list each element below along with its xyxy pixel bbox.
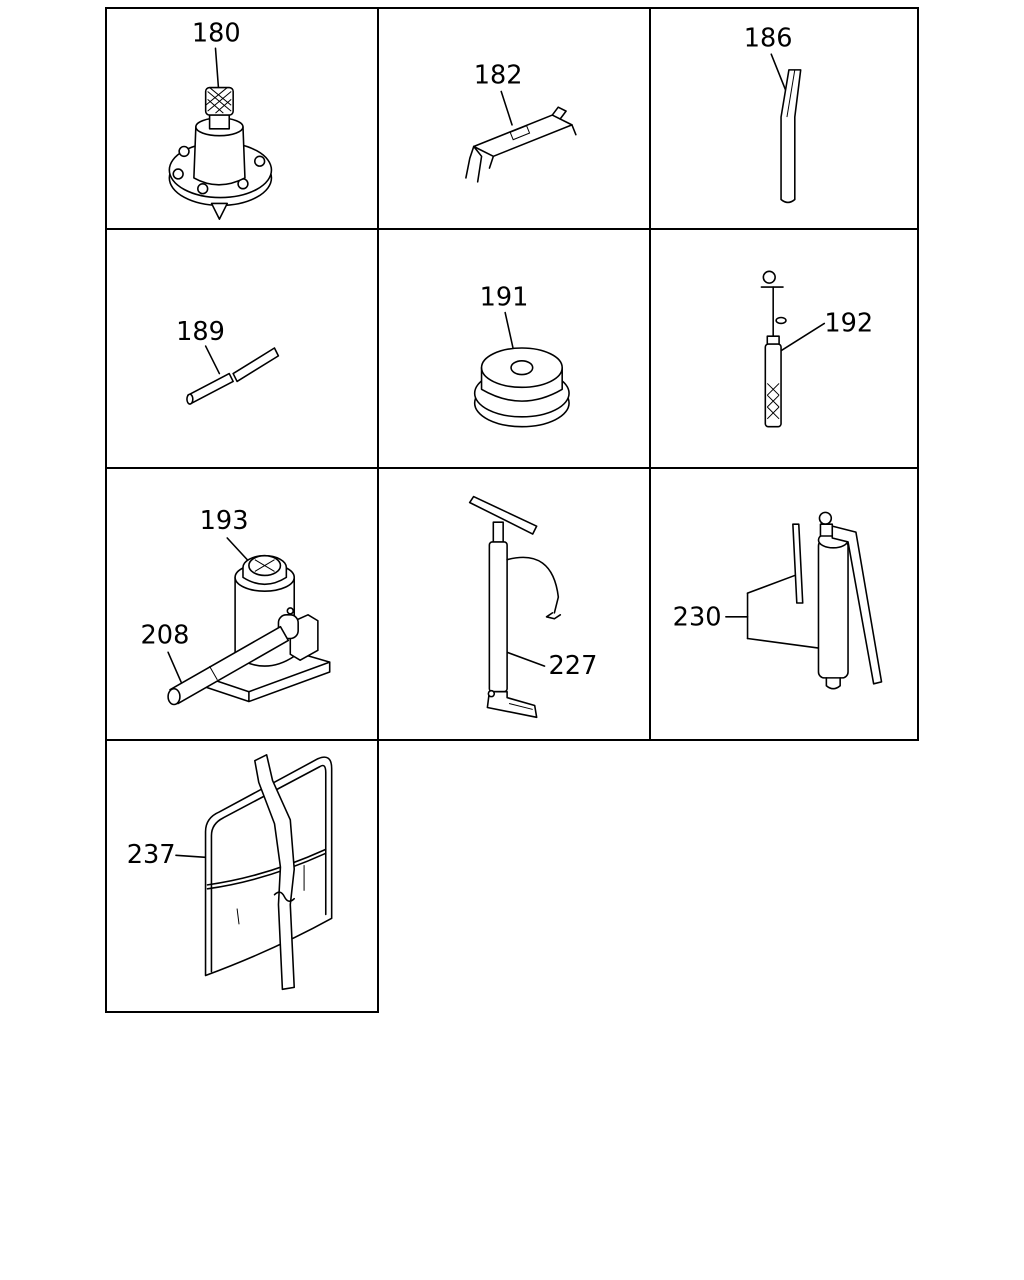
bracket-tool-icon: 182	[465, 61, 577, 183]
part-label-227: 227	[548, 651, 597, 681]
cell-part-193-208: 193 208	[105, 467, 379, 741]
cell-part-227: 227	[377, 467, 651, 741]
cell-part-180: 180	[105, 7, 379, 230]
tire-gauge-icon: 192	[760, 270, 873, 428]
cell-part-237: 237	[105, 739, 379, 1013]
bottle-jack-icon: 193 208	[141, 506, 331, 706]
part-label-192: 192	[824, 308, 873, 338]
part-label-182: 182	[474, 61, 523, 91]
part-label-180: 180	[192, 18, 241, 48]
cell-part-192: 192	[649, 228, 919, 469]
part-label-186: 186	[744, 23, 793, 53]
part-label-189: 189	[176, 317, 225, 347]
cell-part-189: 189	[105, 228, 379, 469]
part-label-193: 193	[200, 506, 249, 536]
cell-part-230: 230	[649, 467, 919, 741]
grease-gun-icon: 230	[673, 511, 883, 690]
jack-handle-rod-icon: 189	[176, 317, 280, 405]
part-label-237: 237	[127, 840, 176, 870]
part-label-191: 191	[480, 283, 529, 313]
centering-tool-icon: 180	[168, 18, 273, 220]
adapter-plug-icon: 191	[473, 283, 570, 428]
cell-part-182: 182	[377, 7, 651, 230]
tire-pump-icon: 227	[468, 495, 597, 719]
cell-part-191: 191	[377, 228, 651, 469]
cell-part-186: 186	[649, 7, 919, 230]
tool-bag-icon: 237	[127, 754, 333, 991]
part-label-230: 230	[673, 603, 722, 633]
bent-rod-tool-icon: 186	[744, 23, 802, 204]
part-label-208: 208	[141, 620, 190, 650]
